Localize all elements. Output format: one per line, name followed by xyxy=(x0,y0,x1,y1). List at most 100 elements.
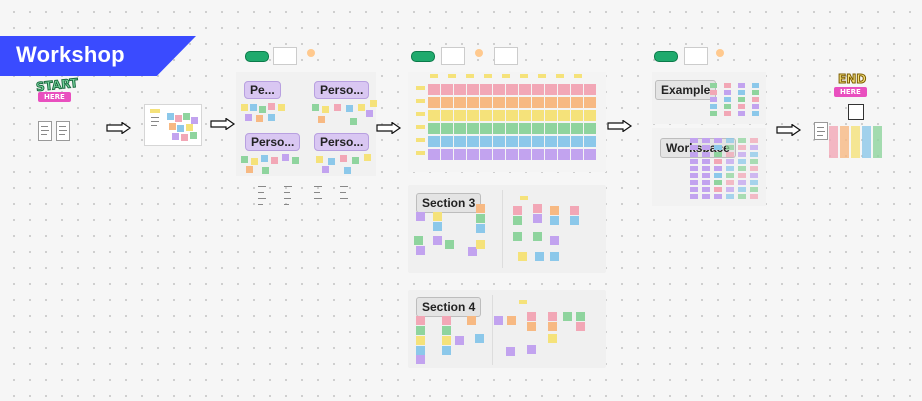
matrix-note xyxy=(480,149,492,160)
workspace-note xyxy=(690,145,698,150)
end-text: END xyxy=(837,72,867,87)
workspace-note xyxy=(714,159,722,164)
matrix-note xyxy=(441,110,453,121)
matrix-note xyxy=(480,84,492,95)
board-step-1[interactable] xyxy=(144,104,202,146)
start-doc-1[interactable] xyxy=(38,121,52,141)
matrix-row-header xyxy=(416,138,425,142)
example-note xyxy=(752,90,759,95)
persona-card-1[interactable]: Pe... xyxy=(244,81,281,99)
arrow-right-icon xyxy=(776,124,802,136)
matrix-note xyxy=(454,149,466,160)
workspace-note xyxy=(702,159,710,164)
end-doc[interactable] xyxy=(814,122,828,140)
avatar xyxy=(475,49,483,57)
matrix-note xyxy=(584,149,596,160)
matrix-note xyxy=(493,136,505,147)
matrix-note xyxy=(519,136,531,147)
instructions-card[interactable] xyxy=(684,47,708,65)
end-here-ribbon: HERE xyxy=(834,87,867,97)
workspace-note xyxy=(702,187,710,192)
step-badge xyxy=(245,51,269,62)
matrix-note xyxy=(584,136,596,147)
matrix-note xyxy=(441,149,453,160)
example-note xyxy=(752,83,759,88)
matrix-note xyxy=(584,123,596,134)
matrix-column-header xyxy=(574,74,582,78)
example-note xyxy=(724,104,731,109)
workspace-note xyxy=(750,194,758,199)
matrix-column-header xyxy=(448,74,456,78)
end-here-sticker[interactable]: END HERE xyxy=(834,72,870,102)
matrix-note xyxy=(480,123,492,134)
example-note xyxy=(738,111,745,116)
matrix-note xyxy=(545,136,557,147)
workspace-note xyxy=(702,173,710,178)
persona-card-4[interactable]: Perso... xyxy=(314,133,370,151)
workspace-note xyxy=(750,159,758,164)
example-note xyxy=(724,111,731,116)
example-note xyxy=(738,97,745,102)
end-color-column xyxy=(851,126,860,158)
matrix-note xyxy=(545,84,557,95)
matrix-note xyxy=(545,149,557,160)
matrix-note xyxy=(428,84,440,95)
matrix-note xyxy=(467,110,479,121)
workspace-note xyxy=(738,187,746,192)
instructions-card[interactable] xyxy=(494,47,518,65)
workspace-note xyxy=(738,152,746,157)
matrix-note xyxy=(584,110,596,121)
workspace-note xyxy=(690,180,698,185)
matrix-note xyxy=(532,149,544,160)
matrix-note xyxy=(441,84,453,95)
example-note xyxy=(724,83,731,88)
matrix-row-header xyxy=(416,151,425,155)
matrix-column-header xyxy=(430,74,438,78)
instructions-card[interactable] xyxy=(441,47,465,65)
end-color-column xyxy=(840,126,849,158)
matrix-row-header xyxy=(416,99,425,103)
workspace-note xyxy=(750,187,758,192)
matrix-note xyxy=(571,97,583,108)
matrix-column-header xyxy=(484,74,492,78)
matrix-note xyxy=(532,84,544,95)
matrix-note xyxy=(454,136,466,147)
persona-card-3[interactable]: Perso... xyxy=(245,133,301,151)
workshop-title[interactable]: Workshop xyxy=(16,42,125,67)
matrix-note xyxy=(493,149,505,160)
matrix-note xyxy=(519,123,531,134)
workspace-note xyxy=(726,187,734,192)
persona-card-2[interactable]: Perso... xyxy=(314,81,370,99)
workspace-note xyxy=(714,187,722,192)
end-photo xyxy=(848,104,864,120)
example-note xyxy=(752,111,759,116)
matrix-note xyxy=(532,110,544,121)
matrix-note xyxy=(493,84,505,95)
matrix-note xyxy=(571,136,583,147)
matrix-note xyxy=(519,97,531,108)
workspace-note xyxy=(750,173,758,178)
workspace-note xyxy=(726,173,734,178)
example-note xyxy=(752,97,759,102)
section-4-label[interactable]: Section 4 xyxy=(416,297,482,317)
matrix-note xyxy=(545,110,557,121)
section-3-label[interactable]: Section 3 xyxy=(416,193,482,213)
workspace-note xyxy=(690,166,698,171)
matrix-note xyxy=(519,110,531,121)
workspace-note xyxy=(702,152,710,157)
workspace-note xyxy=(726,194,734,199)
step-badge xyxy=(654,51,678,62)
matrix-column-header xyxy=(520,74,528,78)
matrix-note xyxy=(558,136,570,147)
matrix-note xyxy=(467,97,479,108)
matrix-note xyxy=(428,136,440,147)
example-label[interactable]: Example xyxy=(655,80,717,100)
workspace-note xyxy=(738,173,746,178)
start-doc-2[interactable] xyxy=(56,121,70,141)
matrix-note xyxy=(480,136,492,147)
workspace-note xyxy=(726,152,734,157)
matrix-note xyxy=(428,110,440,121)
instructions-card[interactable] xyxy=(273,47,297,65)
matrix-note xyxy=(454,110,466,121)
start-here-sticker[interactable]: START HERE xyxy=(35,75,80,108)
